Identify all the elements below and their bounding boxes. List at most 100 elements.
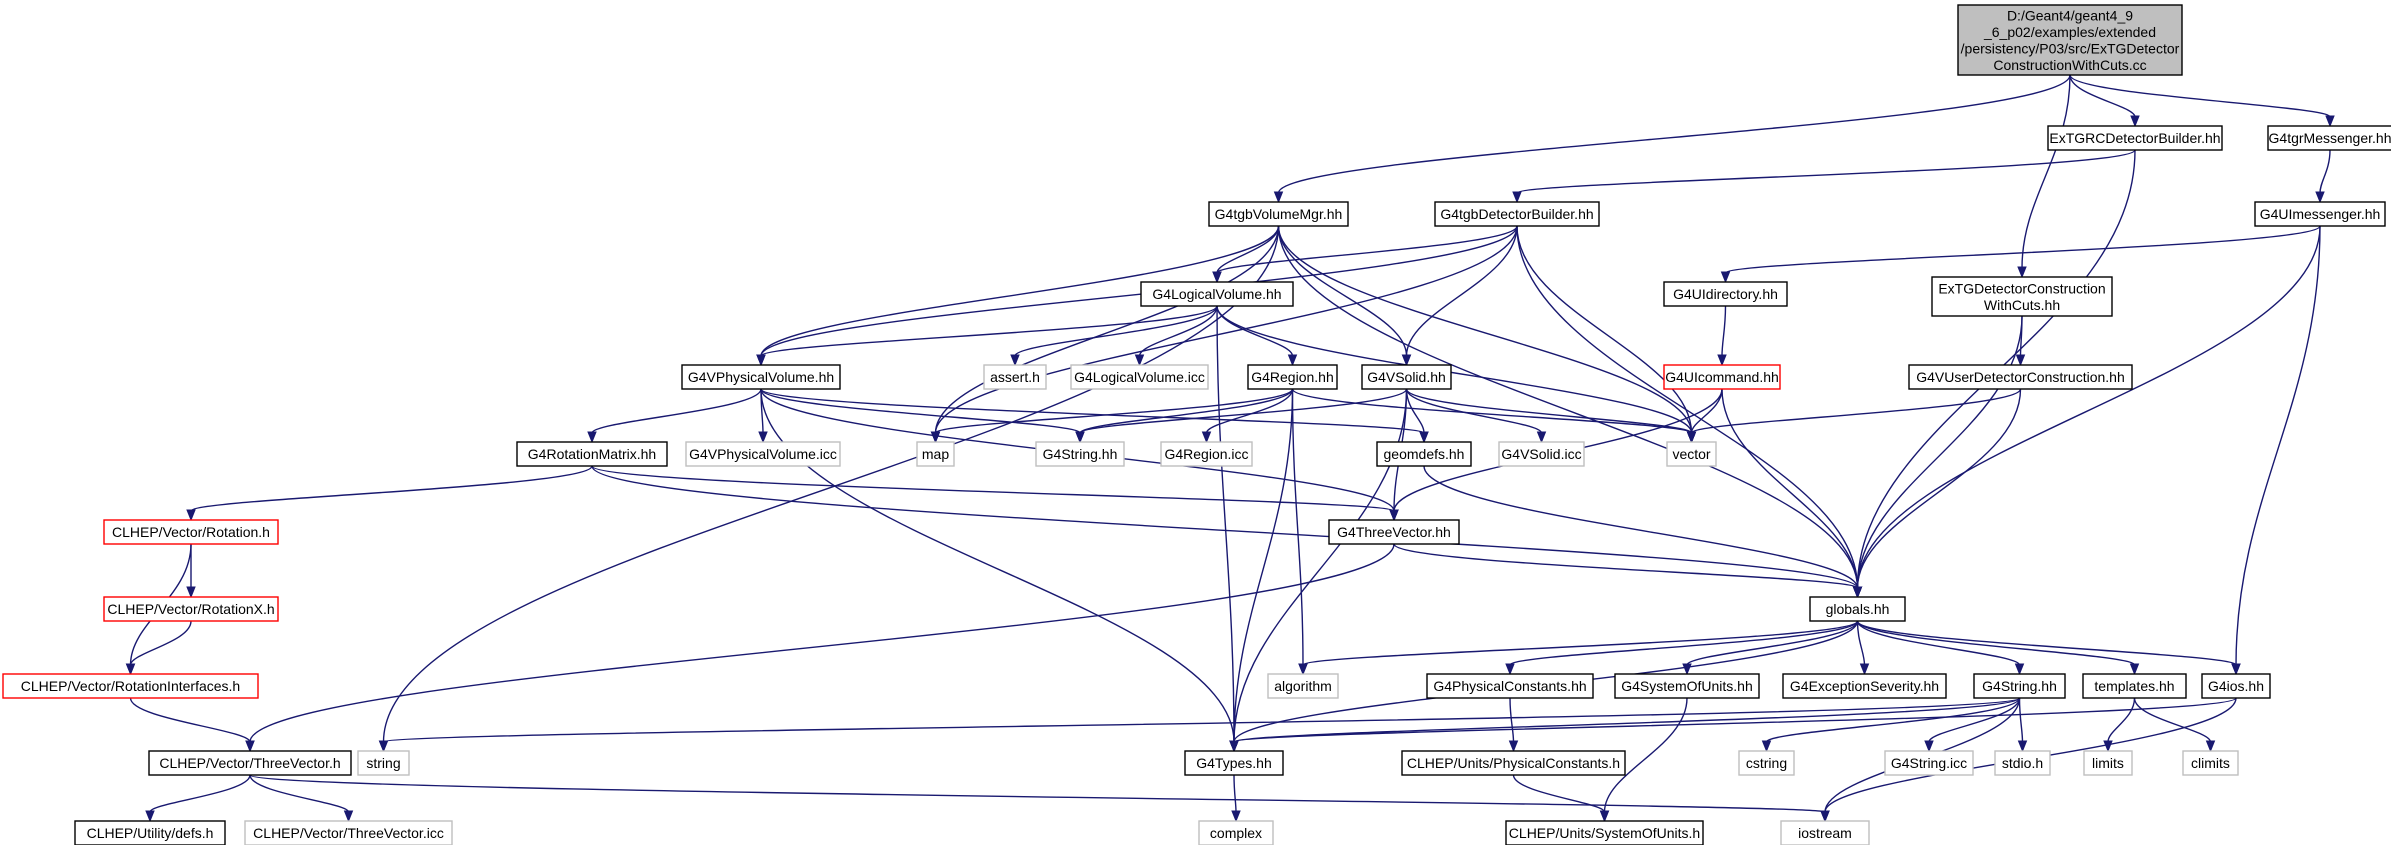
graph-node-g4string-hh[interactable]: G4String.hh [1973, 673, 2066, 699]
graph-node-g4string-hh[interactable]: G4String.hh [1035, 441, 1125, 467]
edge-line [1291, 388, 1693, 434]
graph-edge-g4tgbdet-to-g4logvol [1212, 225, 1518, 284]
edge-line [129, 620, 192, 666]
graph-node-g4uicommand-hh[interactable]: G4UIcommand.hh [1663, 364, 1781, 390]
graph-node-g4uidirectory-hh[interactable]: G4UIdirectory.hh [1663, 281, 1788, 307]
edge-line [2133, 697, 2212, 743]
graph-node-templates-hh[interactable]: templates.hh [2082, 673, 2187, 699]
node-label: G4String.hh [1982, 678, 2057, 694]
node-box [1505, 820, 1704, 845]
node-label: G4ThreeVector.hh [1337, 524, 1451, 540]
graph-edge-g4logvol-to-g4logicc [1134, 305, 1218, 367]
graph-node-g4vphysicalvolume-icc[interactable]: G4VPhysicalVolume.icc [685, 441, 841, 467]
graph-node-climits[interactable]: climits [2182, 750, 2239, 776]
graph-node-g4vphysicalvolume-hh[interactable]: G4VPhysicalVolume.hh [681, 364, 841, 390]
graph-node-g4uimessenger-hh[interactable]: G4UImessenger.hh [2254, 201, 2386, 227]
graph-node-g4logicalvolume-icc[interactable]: G4LogicalVolume.icc [1070, 364, 1209, 390]
edge-line [1079, 388, 1294, 434]
edge-line [1233, 697, 2021, 743]
graph-node-clhep-units-physicalconstants-h[interactable]: CLHEP/Units/PhysicalConstants.h [1401, 750, 1626, 776]
node-label: _6_p02/examples/extended [1983, 24, 2156, 40]
graph-node-g4vsolid-hh[interactable]: G4VSolid.hh [1361, 364, 1452, 390]
node-label: CLHEP/Utility/defs.h [87, 825, 214, 841]
graph-node-limits[interactable]: limits [2083, 750, 2133, 776]
graph-node-g4region-hh[interactable]: G4Region.hh [1247, 364, 1338, 390]
graph-node-d-geant4-geant4-9-6-p02-examples-extended-persistency-p03-src-extgdetector-constructionwithcuts-cc[interactable]: D:/Geant4/geant4_9_6_p02/examples/extend… [1957, 4, 2183, 76]
node-box [516, 441, 668, 467]
edge-line [1512, 774, 1606, 813]
graph-node-string[interactable]: string [357, 750, 410, 776]
node-label: G4String.hh [1043, 446, 1118, 462]
graph-edge-root-to-g4tgrmess [2069, 74, 2335, 128]
node-box [2254, 201, 2386, 227]
graph-node-clhep-vector-threevector-h[interactable]: CLHEP/Vector/ThreeVector.h [148, 750, 352, 776]
graph-node-assert-h[interactable]: assert.h [983, 364, 1047, 390]
edge-line [1216, 305, 1235, 743]
graph-node-clhep-vector-threevector-icc[interactable]: CLHEP/Vector/ThreeVector.icc [244, 820, 453, 845]
node-box [148, 750, 352, 776]
graph-node-complex[interactable]: complex [1198, 820, 1274, 845]
graph-node-g4threevector-hh[interactable]: G4ThreeVector.hh [1328, 519, 1460, 545]
graph-node-extgrcdetectorbuilder-hh[interactable]: ExTGRCDetectorBuilder.hh [2047, 125, 2223, 151]
graph-node-clhep-vector-rotationinterfaces-h[interactable]: CLHEP/Vector/RotationInterfaces.h [2, 673, 259, 699]
graph-node-g4rotationmatrix-hh[interactable]: G4RotationMatrix.hh [516, 441, 668, 467]
graph-node-g4tgbvolumemgr-hh[interactable]: G4tgbVolumeMgr.hh [1208, 201, 1349, 227]
edge-line [760, 225, 1518, 357]
graph-edge-g4vsolid-to-g4vsolidicc [1405, 388, 1547, 444]
node-box [1663, 281, 1788, 307]
edge-arrowhead [145, 810, 155, 823]
edge-arrowhead [1229, 740, 1239, 753]
node-box [1434, 201, 1600, 227]
node-label: vector [1672, 446, 1710, 462]
graph-node-stdio-h[interactable]: stdio.h [1994, 750, 2051, 776]
graph-node-clhep-vector-rotationx-h[interactable]: CLHEP/Vector/RotationX.h [103, 596, 279, 622]
node-box [1426, 673, 1594, 699]
graph-node-vector[interactable]: vector [1666, 441, 1717, 467]
node-label: D:/Geant4/geant4_9 [2007, 7, 2133, 23]
edge-arrowhead [343, 810, 354, 823]
node-box [2182, 750, 2239, 776]
graph-node-map[interactable]: map [916, 441, 955, 467]
node-label: CLHEP/Vector/ThreeVector.h [159, 755, 340, 771]
edge-arrowhead [1231, 810, 1241, 823]
edge-line [1721, 388, 1859, 589]
edge-line [934, 388, 1294, 434]
graph-node-g4tgrmessenger-hh[interactable]: G4tgrMessenger.hh [2267, 125, 2391, 151]
graph-node-iostream[interactable]: iostream [1780, 820, 1870, 845]
node-label: G4Types.hh [1196, 755, 1272, 771]
node-label: climits [2191, 755, 2230, 771]
graph-node-g4physicalconstants-hh[interactable]: G4PhysicalConstants.hh [1426, 673, 1594, 699]
edge-arrowhead [758, 431, 768, 444]
graph-node-clhep-vector-rotation-h[interactable]: CLHEP/Vector/Rotation.h [103, 519, 279, 545]
graph-node-g4vuserdetectorconstruction-hh[interactable]: G4VUserDetectorConstruction.hh [1908, 364, 2133, 390]
edge-line [249, 774, 350, 813]
graph-edge-g4logvol-to-assert [1010, 305, 1218, 367]
graph-node-g4region-icc[interactable]: G4Region.icc [1160, 441, 1253, 467]
graph-node-cstring[interactable]: cstring [1738, 750, 1795, 776]
graph-node-algorithm[interactable]: algorithm [1267, 673, 1339, 699]
graph-node-clhep-utility-defs-h[interactable]: CLHEP/Utility/defs.h [74, 820, 226, 845]
node-label: CLHEP/Vector/RotationInterfaces.h [21, 678, 240, 694]
edge-arrowhead [1686, 431, 1697, 444]
edge-arrowhead [1298, 663, 1308, 676]
edge-line [1216, 305, 1693, 434]
graph-node-g4vsolid-icc[interactable]: G4VSolid.icc [1498, 441, 1585, 467]
edge-arrowhead [2231, 663, 2241, 676]
edge-line [2018, 697, 2024, 743]
edge-line [1856, 620, 2021, 666]
node-label: CLHEP/Units/PhysicalConstants.h [1407, 755, 1620, 771]
graph-edge-globals-to-algorithm [1298, 620, 1859, 676]
graph-node-globals-hh[interactable]: globals.hh [1809, 596, 1906, 622]
graph-node-g4logicalvolume-hh[interactable]: G4LogicalVolume.hh [1140, 281, 1294, 307]
graph-node-g4ios-hh[interactable]: G4ios.hh [2201, 673, 2271, 699]
graph-node-g4systemofunits-hh[interactable]: G4SystemOfUnits.hh [1614, 673, 1760, 699]
graph-node-g4string-icc[interactable]: G4String.icc [1884, 750, 1974, 776]
graph-node-geomdefs-hh[interactable]: geomdefs.hh [1376, 441, 1472, 467]
graph-node-g4types-hh[interactable]: G4Types.hh [1184, 750, 1284, 776]
graph-node-g4tgbdetectorbuilder-hh[interactable]: G4tgbDetectorBuilder.hh [1434, 201, 1600, 227]
graph-node-g4exceptionseverity-hh[interactable]: G4ExceptionSeverity.hh [1782, 673, 1947, 699]
edge-line [129, 697, 251, 743]
graph-node-clhep-units-systemofunits-h[interactable]: CLHEP/Units/SystemOfUnits.h [1505, 820, 1704, 845]
edge-line [1233, 388, 1294, 743]
